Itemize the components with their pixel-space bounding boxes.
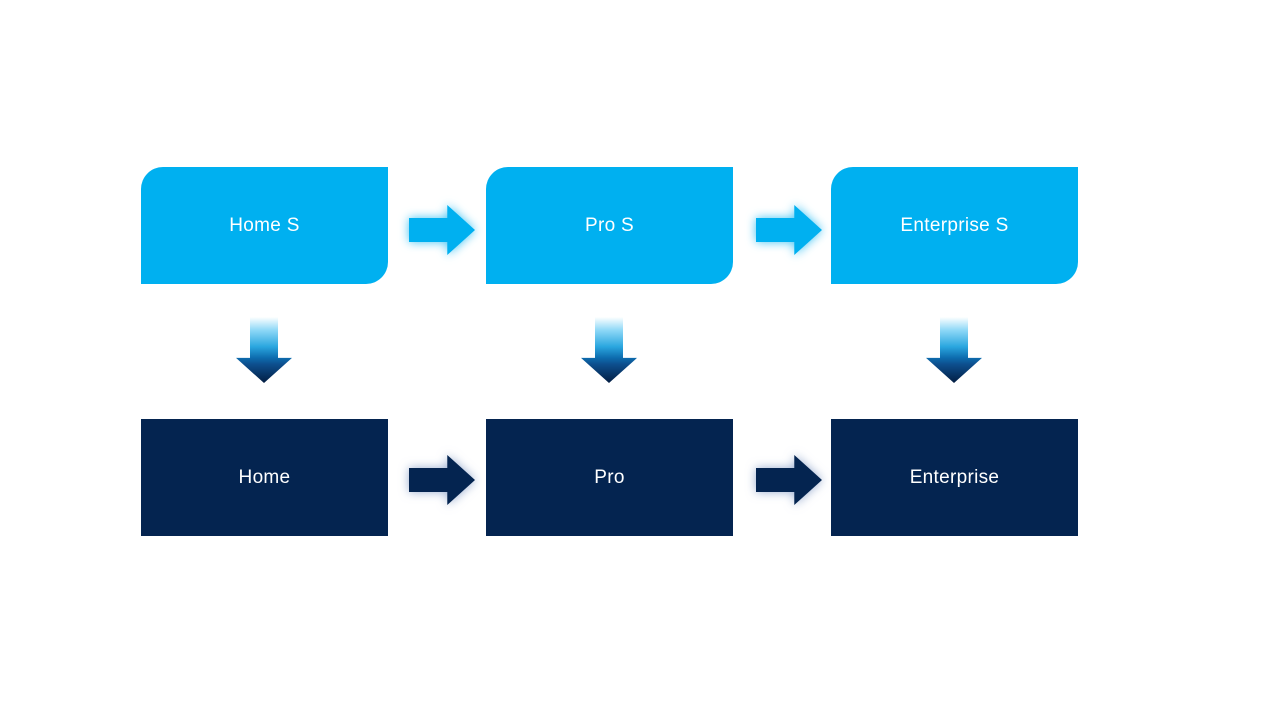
right-arrow-icon bbox=[756, 205, 822, 255]
node-enterprise-s: Enterprise S bbox=[831, 167, 1078, 284]
right-arrow-shape bbox=[409, 205, 475, 255]
node-pro-label: Pro bbox=[594, 466, 625, 488]
down-arrow-icon bbox=[926, 317, 982, 383]
node-home-label: Home bbox=[238, 466, 291, 488]
right-arrow-icon bbox=[409, 205, 475, 255]
down-arrow-icon bbox=[236, 317, 292, 383]
node-home-s: Home S bbox=[141, 167, 388, 284]
node-pro-s: Pro S bbox=[486, 167, 733, 284]
down-arrow-icon bbox=[581, 317, 637, 383]
node-pro-s-label: Pro S bbox=[584, 214, 635, 236]
node-enterprise: Enterprise bbox=[831, 419, 1078, 536]
right-arrow-shape bbox=[756, 205, 822, 255]
node-home-s-label: Home S bbox=[229, 214, 300, 236]
node-enterprise-label: Enterprise bbox=[909, 466, 1000, 488]
node-enterprise-s-label: Enterprise S bbox=[900, 214, 1009, 236]
node-home: Home bbox=[141, 419, 388, 536]
right-arrow-icon bbox=[409, 455, 475, 505]
node-pro: Pro bbox=[486, 419, 733, 536]
right-arrow-icon bbox=[756, 455, 822, 505]
right-arrow-shape bbox=[756, 455, 822, 505]
right-arrow-shape bbox=[409, 455, 475, 505]
